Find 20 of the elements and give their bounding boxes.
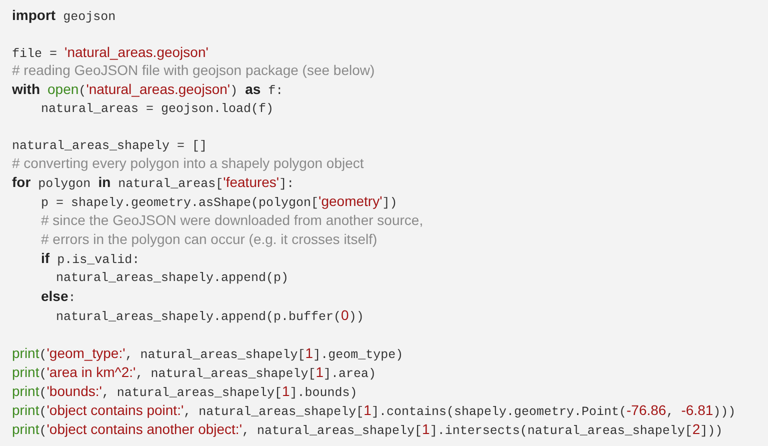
code-line: natural_areas_shapely.append(p)	[56, 270, 289, 287]
code-line: natural_areas = geojson.load(f)	[41, 101, 274, 118]
code-line: # errors in the polygon can occur (e.g. it crosses itself)	[41, 230, 378, 249]
code-line: # converting every polygon into a shapely polygon object	[12, 154, 364, 173]
code-line: print('object contains point:', natural_areas_shapely[1].contains(shapely.geometry.Point(-76.86, -6.81)))	[12, 401, 736, 421]
code-line: file = 'natural_areas.geojson'	[12, 43, 208, 63]
code-line: for polygon in natural_areas['features']:	[12, 173, 294, 193]
code-line: else:	[41, 287, 76, 307]
code-line: # reading GeoJSON file with geojson package (see below)	[12, 61, 375, 80]
code-line: print('object contains another object:', natural_areas_shapely[1].intersects(natural_areas_shapely[2]))	[12, 420, 723, 440]
code-line: if p.is_valid:	[41, 249, 140, 269]
code-line: # since the GeoJSON were downloaded from another source,	[41, 211, 424, 230]
code-line: print('area in km^2:', natural_areas_shapely[1].area)	[12, 363, 376, 383]
code-line: print('bounds:', natural_areas_shapely[1].bounds)	[12, 382, 358, 402]
code-line: natural_areas_shapely = []	[12, 138, 208, 155]
code-line: print('geom_type:', natural_areas_shapely[1].geom_type)	[12, 344, 404, 364]
code-line: natural_areas_shapely.append(p.buffer(0))	[56, 306, 364, 326]
code-line: import geojson	[12, 6, 116, 26]
code-line: with open('natural_areas.geojson') as f:	[12, 80, 284, 100]
code-line: p = shapely.geometry.asShape(polygon['geometry'])	[41, 192, 398, 212]
